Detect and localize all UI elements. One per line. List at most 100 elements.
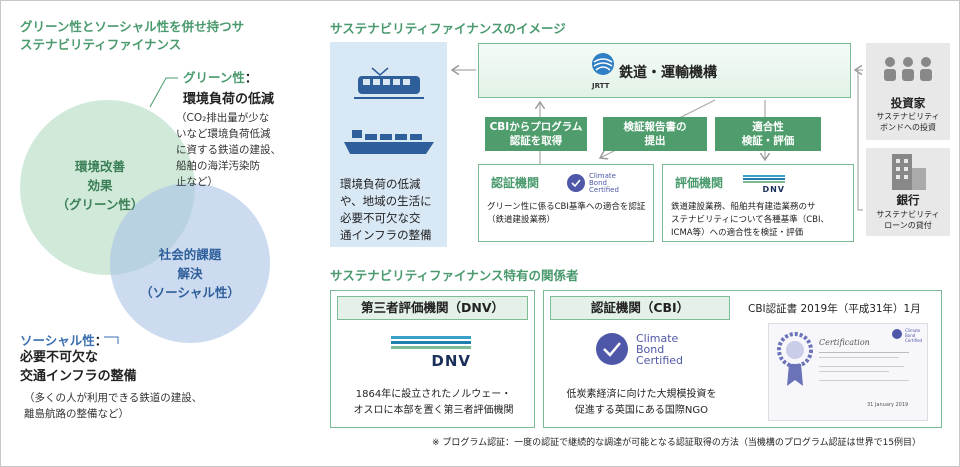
investors-box: 投資家 サステナビリティ ボンドへの投資 [866, 43, 950, 140]
eval-body-desc-line: ステナビリティについて各種基準（CBI、 [671, 215, 830, 225]
green-detail-line: いなど環境負荷低減 [176, 128, 271, 140]
investors-sub-line: サステナビリティ [876, 112, 940, 121]
pill-line: 検証報告書の [623, 121, 687, 133]
social-circle-line: （ソーシャル性） [140, 285, 240, 300]
certificate-date: 31 January 2019 [867, 402, 909, 408]
cert-body-desc: グリーン性に係るCBI基準への適合を認証 （鉄道建設業務） [487, 201, 645, 227]
eval-body-desc: 鉄道建設業務、船舶共有建造業務のサ ステナビリティについて各種基準（CBI、 I… [671, 201, 829, 240]
certificate-word: Certification [819, 338, 870, 347]
jrtt-logo-icon [592, 53, 614, 75]
infrastructure-text-line: や、地域の生活に [340, 194, 432, 208]
cert-body-box: 認証機関 Climate Bond Certified グリーン性に係るCBI基… [478, 164, 654, 242]
green-circle-line: （グリーン性） [56, 197, 144, 212]
social-circle-line: 社会的課題 [158, 247, 222, 262]
cbi-logo-line: Climate [905, 328, 921, 333]
dnv-logo-stripe [391, 341, 471, 344]
eval-body-desc-line: 鉄道建設業務、船舶共有建造業務のサ [671, 202, 816, 212]
pill-line: 認証を取得 [509, 135, 563, 147]
certificate-line [819, 366, 904, 367]
certificate-cbi-icon [892, 329, 902, 339]
dnv-desc-line: 1864年に設立されたノルウェー・ [355, 389, 512, 400]
social-circle [110, 183, 270, 343]
green-circle-line: 効果 [87, 178, 113, 193]
social-label-text: ソーシャル性 [20, 333, 95, 348]
green-circle-label: 環境改善 効果 （グリーン性） [40, 157, 160, 214]
infrastructure-panel: 環境負荷の低減 や、地域の生活に 必要不可欠な交 通インフラの整備 [330, 42, 447, 247]
infrastructure-text-line: 必要不可欠な交 [340, 211, 421, 225]
green-detail-line: 船舶の海洋汚染防 [176, 160, 260, 172]
green-detail: （CO₂排出量が少な いなど環境負荷低減 に資する鉄道の建設、 船舶の海洋汚染防… [176, 110, 311, 190]
cbi-logo-icon [567, 174, 585, 192]
colon: ： [244, 70, 258, 85]
eval-body-desc-line: ICMA等）への適合性を検証・評価 [671, 228, 804, 238]
dnv-desc-line: オスロに本部を置く第三者評価機関 [353, 405, 514, 416]
dnv-desc: 1864年に設立されたノルウェー・ オスロに本部を置く第三者評価機関 [331, 387, 536, 419]
leader-lines [104, 77, 178, 344]
dnv-heading: 第三者評価機関（DNV） [337, 296, 528, 320]
left-title-line: グリーン性とソーシャル性を併せ持つサ [20, 19, 245, 34]
social-leader-line [104, 336, 119, 344]
jrtt-abbr: JRTT [592, 82, 610, 90]
investors-sub: サステナビリティ ボンドへの投資 [866, 111, 950, 133]
cbi-logo-line: Certified [905, 338, 923, 343]
social-heading: 必要不可欠な 交通インフラの整備 [20, 348, 220, 386]
left-title-line: ステナビリティファイナンス [20, 37, 182, 52]
pill-report: 検証報告書の 提出 [603, 117, 707, 151]
cbi-logo-text: Climate Bond Certified [589, 173, 619, 194]
pill-line: CBIからプログラム [489, 121, 583, 133]
social-circle-label: 社会的課題 解決 （ソーシャル性） [120, 245, 260, 302]
cbi-logo-line: Climate [589, 172, 616, 180]
dnv-logo-stripe [743, 181, 785, 183]
cert-body-title: 認証機関 [491, 176, 540, 190]
banks-box: 銀行 サステナビリティ ローンの貸付 [866, 148, 950, 236]
dnv-logo-word: DNV [762, 185, 785, 194]
investors-icon [884, 57, 932, 81]
social-detail-line: （多くの人が利用できる鉄道の建設、 [24, 392, 203, 404]
left-title: グリーン性とソーシャル性を併せ持つサ ステナビリティファイナンス [20, 18, 300, 54]
investors-sub-line: ボンドへの投資 [880, 123, 936, 132]
green-detail-line: 止など） [176, 176, 218, 188]
cbi-logo-line: Bond [636, 343, 665, 356]
social-heading-line: 交通インフラの整備 [20, 369, 137, 384]
eval-body-title: 評価機関 [675, 176, 724, 190]
stakeholders-title: サステナビリティファイナンス特有の関係者 [330, 268, 579, 283]
cbi-logo-large-text: Climate Bond Certified [636, 333, 683, 366]
social-detail: （多くの人が利用できる鉄道の建設、 離島航路の整備など） [24, 390, 284, 422]
dnv-logo-stripe [391, 336, 471, 339]
social-circle-line: 解決 [177, 266, 203, 281]
dnv-logo-large: DNV [391, 336, 471, 370]
cbi-heading: 認証機関（CBI） [550, 296, 730, 320]
dnv-logo-stripe [391, 346, 471, 349]
image-section-title: サステナビリティファイナンスのイメージ [330, 21, 566, 36]
banks-sub-line: サステナビリティ [876, 210, 940, 219]
cbi-logo-line: Certified [589, 186, 619, 194]
cbi-cert-note: CBI認証書 2019年（平成31年）1月 [748, 303, 921, 315]
certificate-line [819, 357, 899, 358]
infrastructure-text-line: 通インフラの整備 [340, 228, 432, 242]
green-label-text: グリーン性 [183, 70, 245, 85]
social-heading-line: 必要不可欠な [20, 350, 99, 365]
cbi-logo-line: Climate [636, 332, 679, 345]
pill-line: 検証・評価 [741, 135, 795, 147]
footnote: ※ プログラム認証：一度の認証で継続的な調達が可能となる認証取得の方法（当機構の… [432, 438, 922, 448]
cbi-logo-line: Certified [636, 354, 684, 367]
colon: ： [94, 333, 108, 348]
train-icon [354, 67, 424, 99]
jrtt-box: JRTT 鉄道・運輸機構 [478, 43, 851, 98]
green-label: グリーン性： [183, 67, 257, 86]
pill-line: 適合性 [752, 121, 784, 133]
cbi-certificate-image: Certification 31 January 2019 Climate Bo… [768, 323, 928, 421]
cbi-desc-line: 低炭素経済に向けた大規模投資を [566, 389, 717, 400]
certificate-line [819, 371, 889, 372]
cert-body-desc-line: グリーン性に係るCBI基準への適合を認証 [487, 202, 646, 212]
social-detail-line: 離島航路の整備など） [24, 408, 129, 420]
infrastructure-text: 環境負荷の低減 や、地域の生活に 必要不可欠な交 通インフラの整備 [340, 176, 440, 244]
pill-conformity: 適合性 検証・評価 [715, 117, 821, 151]
cbi-logo-large-icon [596, 333, 628, 365]
banks-sub-line: ローンの貸付 [884, 221, 932, 230]
dnv-logo-small: DNV [743, 175, 785, 194]
green-leader-line [149, 77, 178, 108]
dnv-box: 第三者評価機関（DNV） DNV 1864年に設立されたノルウェー・ オスロに本… [330, 290, 535, 428]
dnv-logo-stripe [743, 175, 785, 177]
eval-body-box: 評価機関 DNV 鉄道建設業務、船舶共有建造業務のサ ステナビリティについて各種… [662, 164, 854, 242]
